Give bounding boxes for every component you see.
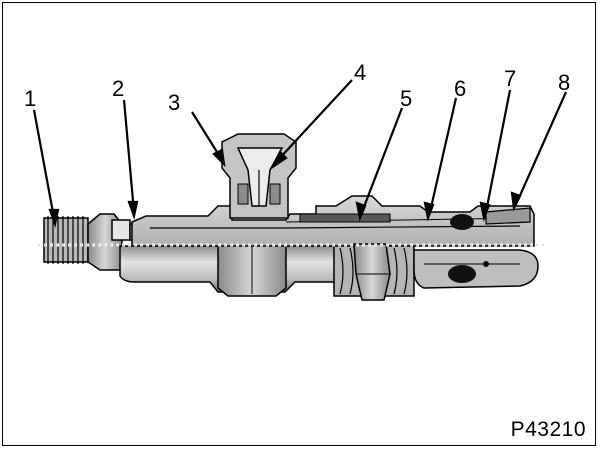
plug-body-lower (119, 239, 341, 297)
callout-2: 2 (112, 76, 124, 101)
callout-1: 1 (24, 86, 36, 111)
callout-labels: 1 2 3 4 5 6 7 8 (24, 60, 570, 115)
figure-reference-code: P43210 (510, 418, 586, 441)
callout-3: 3 (168, 90, 180, 115)
callout-8: 8 (558, 70, 570, 95)
callout-4: 4 (354, 60, 366, 85)
return-line-fitting (221, 133, 297, 219)
heater-sheath (413, 207, 539, 289)
callout-leaders (32, 79, 568, 229)
body-thread-section (333, 243, 415, 301)
callout-7: 7 (504, 66, 516, 91)
callout-6: 6 (454, 76, 466, 101)
plug-body-upper (131, 195, 535, 247)
threaded-terminal-stud (43, 216, 89, 264)
callout-5: 5 (400, 86, 412, 111)
